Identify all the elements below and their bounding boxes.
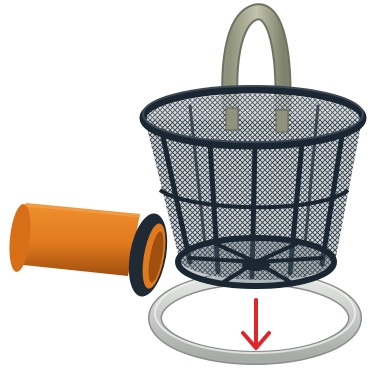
- down-arrow-icon: [243, 300, 269, 348]
- pipe: [7, 203, 140, 276]
- strainer-basket: [143, 86, 363, 286]
